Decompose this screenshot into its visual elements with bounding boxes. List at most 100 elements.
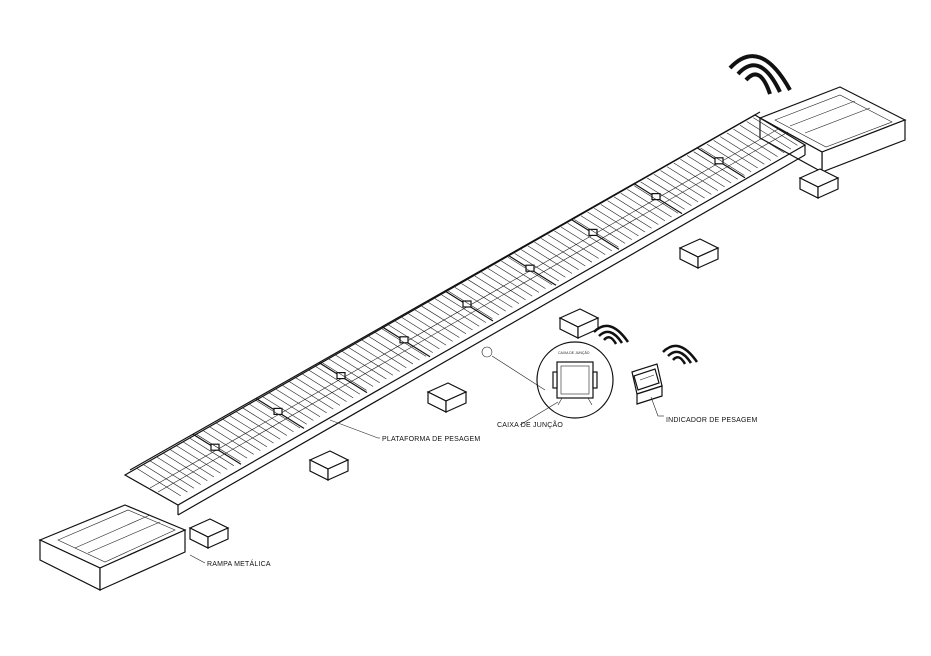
deck-slat xyxy=(202,430,248,459)
deck-slat xyxy=(574,219,619,248)
load-cell xyxy=(714,157,724,165)
deck-slat xyxy=(282,385,327,414)
deck-slat xyxy=(222,418,268,448)
deck-slat xyxy=(229,415,274,444)
deck-slat xyxy=(647,177,692,206)
load-cell xyxy=(210,443,220,451)
deck-slat xyxy=(547,234,593,263)
deck-slat xyxy=(720,136,765,165)
deck-slat xyxy=(401,317,447,346)
load-cell xyxy=(525,264,535,272)
load-cell xyxy=(273,407,283,415)
deck-slat xyxy=(521,249,566,278)
deck-slat xyxy=(408,313,453,342)
deck-slat xyxy=(620,192,666,221)
load-cell xyxy=(588,228,598,236)
deck-slat xyxy=(706,143,752,173)
deck-slat xyxy=(739,125,785,154)
deck-slat xyxy=(514,253,559,282)
deck-slat xyxy=(361,339,407,368)
deck-slat xyxy=(507,256,553,286)
deck-slat xyxy=(527,245,573,274)
deck-slat xyxy=(726,132,772,161)
deck-slat xyxy=(249,403,294,433)
deck-slat xyxy=(308,369,354,399)
deck-slat xyxy=(434,298,480,327)
deck-slat xyxy=(322,362,367,391)
deck-slat xyxy=(594,207,639,237)
deck-slat xyxy=(448,290,493,319)
deck-slat xyxy=(176,445,221,474)
junction-box-label: CAIXA DE JUNÇÃO xyxy=(497,420,563,429)
deck-slat xyxy=(196,434,241,463)
deck-slat xyxy=(700,147,745,176)
deck-slat xyxy=(746,121,792,150)
ramp-right xyxy=(758,86,907,174)
deck-slat xyxy=(534,241,579,270)
wifi-signal-icon xyxy=(593,324,630,345)
deck-slat xyxy=(494,264,540,293)
indicator-label: INDICADOR DE PESAGEM xyxy=(666,417,758,424)
deck-slat xyxy=(414,309,460,338)
deck-slat xyxy=(627,189,672,218)
deck-slat xyxy=(328,358,374,387)
platform-label: PLATAFORMA DE PESAGEM xyxy=(382,436,480,443)
wifi-signal-icon xyxy=(662,344,699,365)
weighing-platform xyxy=(123,111,807,516)
deck-slat xyxy=(666,166,712,195)
junction-box-detail: CAIXA DE JUNÇÃO xyxy=(481,341,614,419)
deck-slat xyxy=(640,181,685,210)
load-cell xyxy=(651,193,661,201)
support-block-right xyxy=(697,247,719,269)
deck-slat xyxy=(686,155,732,184)
deck-slat xyxy=(149,460,195,489)
deck-slat xyxy=(428,302,473,331)
deck-slat xyxy=(302,373,347,402)
deck-slat xyxy=(454,287,500,316)
deck-slat xyxy=(580,215,626,244)
ramp-label: RAMPA METÁLICA xyxy=(207,559,271,568)
deck-slat xyxy=(335,354,380,384)
deck-slat xyxy=(262,396,307,425)
deck-slat xyxy=(348,347,394,376)
deck-slat xyxy=(660,170,705,199)
deck-slat xyxy=(600,204,646,233)
support-blocks xyxy=(188,168,840,549)
deck-slat xyxy=(567,223,613,252)
deck-slat xyxy=(395,321,440,350)
deck-slat xyxy=(136,467,181,497)
deck-slat xyxy=(554,230,599,259)
support-block-right xyxy=(327,459,349,481)
deck-slat xyxy=(461,283,506,312)
deck-slat xyxy=(733,128,778,157)
deck-slat xyxy=(216,422,261,451)
deck-slat xyxy=(156,456,201,485)
deck-slat xyxy=(587,211,632,240)
support-block-right xyxy=(207,527,229,549)
deck-slat xyxy=(540,238,586,267)
deck-slat xyxy=(169,449,215,478)
support-block-right xyxy=(445,391,467,413)
deck-slat xyxy=(487,268,533,297)
svg-text:CAIXA DE JUNÇÃO: CAIXA DE JUNÇÃO xyxy=(558,350,590,355)
deck-slat xyxy=(441,294,487,323)
deck-slat xyxy=(468,279,513,308)
deck-slat xyxy=(269,392,314,421)
wifi-signal-icon xyxy=(728,54,792,95)
deck-slat xyxy=(209,426,254,455)
ramp-left xyxy=(38,504,187,591)
deck-slat xyxy=(673,162,719,191)
deck-slat xyxy=(235,411,281,440)
deck-slat xyxy=(275,388,321,417)
load-cell xyxy=(399,336,409,344)
deck-slat xyxy=(560,226,606,255)
deck-slat xyxy=(381,328,427,357)
deck-slat xyxy=(474,275,520,304)
deck-slat xyxy=(255,400,301,429)
deck-slat xyxy=(680,158,725,188)
load-cell xyxy=(336,372,346,380)
deck-slat xyxy=(342,351,387,380)
deck-slat xyxy=(693,151,739,180)
load-cell xyxy=(462,300,472,308)
